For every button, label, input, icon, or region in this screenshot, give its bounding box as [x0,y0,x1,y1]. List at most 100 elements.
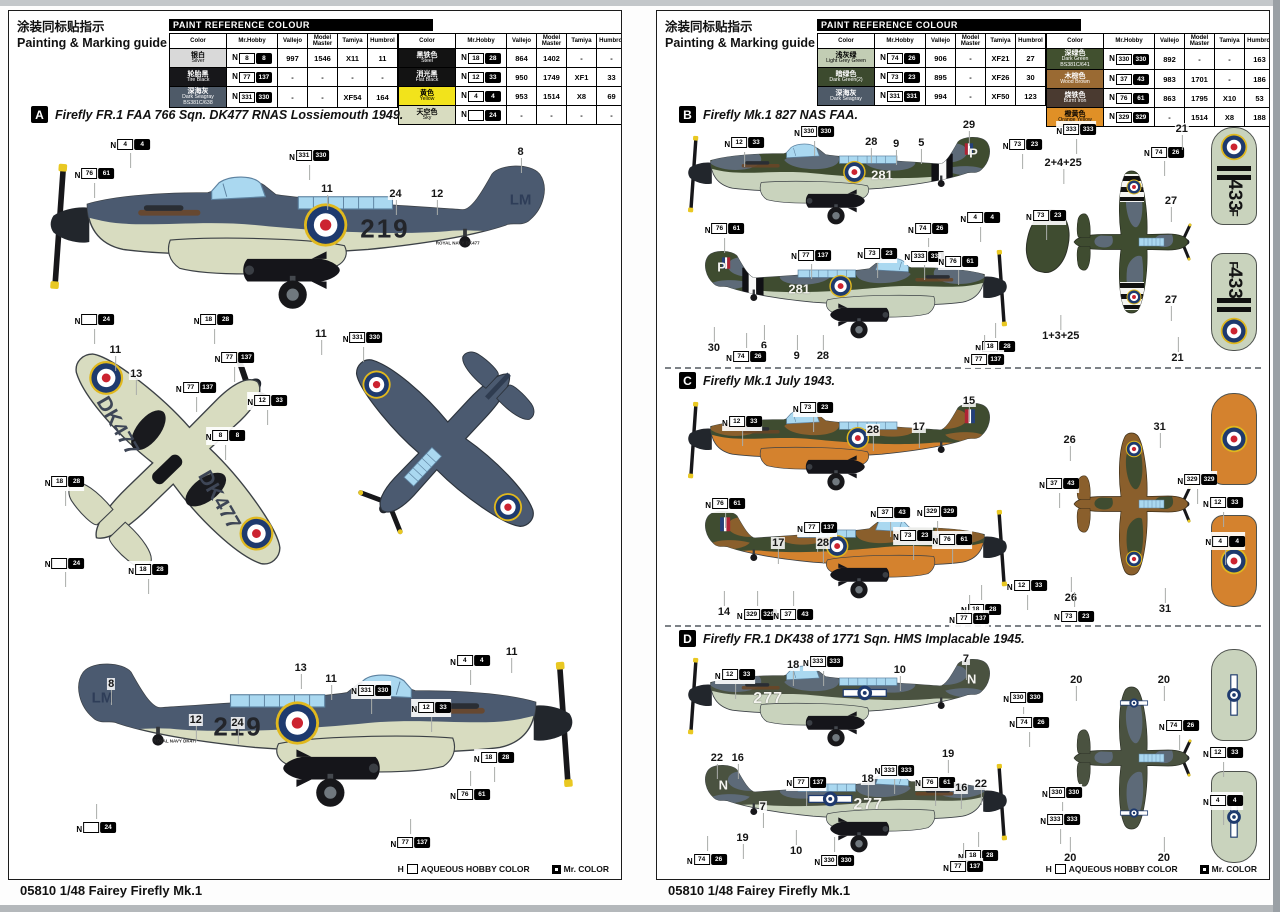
paint-table-header: Humbrol [1015,33,1046,49]
paint-table-header: Color [817,33,875,49]
part-number-callout: 20 [1156,836,1171,864]
part-number-callout: 11 [504,645,519,673]
part-number-callout: 20 [1063,836,1078,864]
fuselage-code: 281 [788,281,811,297]
part-number-callout: 27 [1163,293,1179,321]
side-profile-a-port: 219 ROYAL NAVY DK477 LM [29,156,594,326]
paint-table-header: Mr.Hobby [455,33,507,49]
wingtip-detail-upper [1211,649,1257,741]
part-number-callout: 31 [1157,588,1173,616]
wing-letter: F [1227,261,1241,269]
paint-table-header: Vallejo [277,33,308,49]
wing-serial: 433 [1223,179,1245,211]
part-number-callout: 28 [815,536,831,564]
paint-table-header: Color [169,33,227,49]
part-number-callout: 12 [188,713,203,741]
guide-title-cn: 涂装同标贴指示 [665,20,753,34]
plan-top-b [1033,167,1231,317]
color-legend: H AQUEOUS HOBBY COLOR Mr. COLOR [398,864,609,874]
part-number-callout: 17 [911,420,927,448]
paint-table-header: Model Master [307,33,338,49]
part-number-callout: 19 [940,748,956,776]
left-page-caption: 05810 1/48 Fairey Firefly Mk.1 [20,883,203,898]
aqueous-box-icon [406,864,418,874]
paint-table-header: Model Master [955,33,986,49]
part-number-callout: 11 [324,673,338,701]
part-number-callout: 11 [314,328,328,355]
section-c-header: C Firefly Mk.1 July 1943. [679,372,835,389]
paint-table-header: Mr.Hobby [874,33,926,49]
part-number-callout: 30 [706,327,721,355]
section-a-badge: A [31,106,48,123]
part-number-callout: 8 [107,677,116,705]
paint-table-header: Humbrol [1244,33,1269,49]
section-d-header: D Firefly FR.1 DK438 of 1771 Sqn. HMS Im… [679,630,1025,647]
part-number-callout: 6 [759,324,768,352]
part-number-callout: 10 [892,664,907,692]
legend-aqueous: H AQUEOUS HOBBY COLOR [1046,864,1178,874]
serial-text: ROYAL NAVY DK477 [153,738,198,744]
wing-serial: 433 [1223,267,1245,299]
part-number-callout: 26 [1063,576,1078,604]
paint-table-header: Mr.Hobby [1103,33,1155,49]
wingtip-detail-lower [1211,515,1257,607]
paint-table-header: Model Master [1184,33,1215,49]
wingtip-detail-upper [1211,393,1257,485]
part-number-callout: 28 [864,136,879,164]
part-number-callout: 18 [786,658,801,686]
part-number-callout: 27 [1163,195,1179,223]
wing-letter: F [1227,209,1241,217]
part-number-callout: 9 [892,138,901,166]
tail-code: N [966,671,977,687]
legend-aqueous-label: AQUEOUS HOBBY COLOR [1068,864,1178,874]
guide-title-en: Painting & Marking guide [665,36,816,51]
section-a-title: Firefly FR.1 FAA 766 Sqn. DK477 RNAS Los… [55,107,404,122]
paint-table-header: Tamiya [337,33,368,49]
mrcolor-box-icon [551,864,561,874]
paint-table-header: Mr.Hobby [226,33,278,49]
section-b-badge: B [679,106,696,123]
paint-table-header: Tamiya [985,33,1016,49]
legend-h-prefix: H [1045,864,1052,874]
part-number-callout: 9 [792,334,801,362]
section-d-title: Firefly FR.1 DK438 of 1771 Sqn. HMS Impl… [703,631,1025,646]
side-profile-b-starboard: P 281 [675,247,1020,347]
side-profile-d-starboard: N 277 [675,761,1020,861]
mrcolor-box-icon [1199,864,1209,874]
right-page-caption: 05810 1/48 Fairey Firefly Mk.1 [668,883,851,898]
wing-stripes [1217,162,1251,184]
guide-title: 涂装同标贴指示 Painting & Marking guide [17,19,167,52]
